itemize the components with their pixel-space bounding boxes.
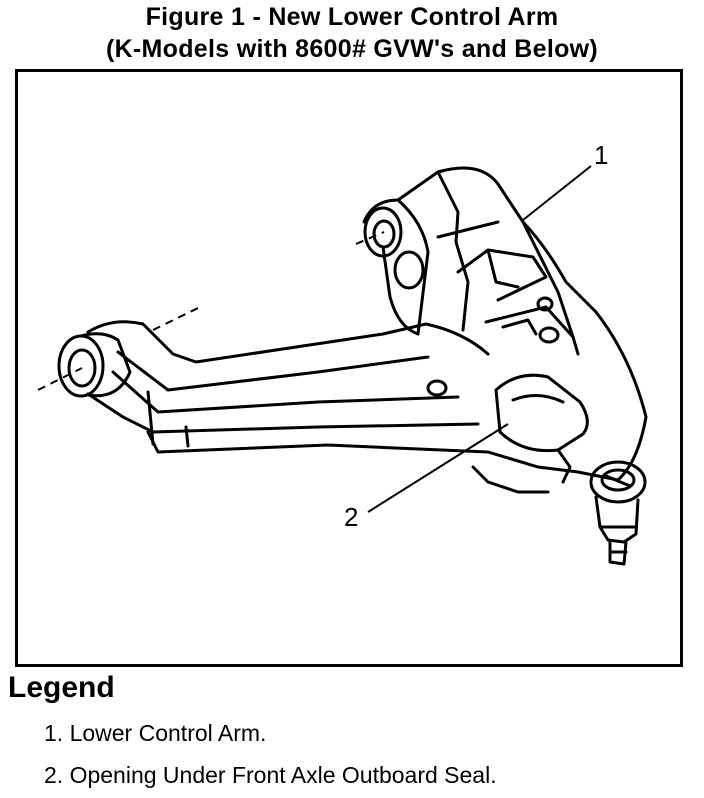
control-arm-diagram: 1 2	[37, 140, 648, 566]
rear-bushing	[57, 332, 132, 398]
front-axis-line	[355, 231, 385, 245]
callout-2-leader	[367, 423, 509, 513]
legend-heading: Legend	[8, 671, 115, 704]
rear-arm-outline	[86, 320, 490, 454]
diagram-frame: 1 2	[15, 69, 683, 667]
callout-2-label: 2	[344, 502, 358, 532]
front-bushings	[363, 206, 425, 290]
mount-holes	[426, 296, 560, 397]
legend-item-2: 2. Opening Under Front Axle Outboard Sea…	[44, 762, 497, 788]
callout-1-label: 1	[594, 140, 608, 170]
figure-title-line-1: Figure 1 - New Lower Control Arm	[145, 3, 559, 31]
callout-1-leader	[522, 165, 592, 221]
front-arm-outline	[362, 166, 648, 419]
seal-opening	[494, 373, 589, 484]
legend-item-1: 1. Lower Control Arm.	[44, 720, 267, 746]
figure-title-line-2: (K-Models with 8600# GVW's and Below)	[105, 35, 599, 63]
ball-joint	[471, 415, 648, 566]
rear-axis-line-ext	[152, 307, 199, 331]
